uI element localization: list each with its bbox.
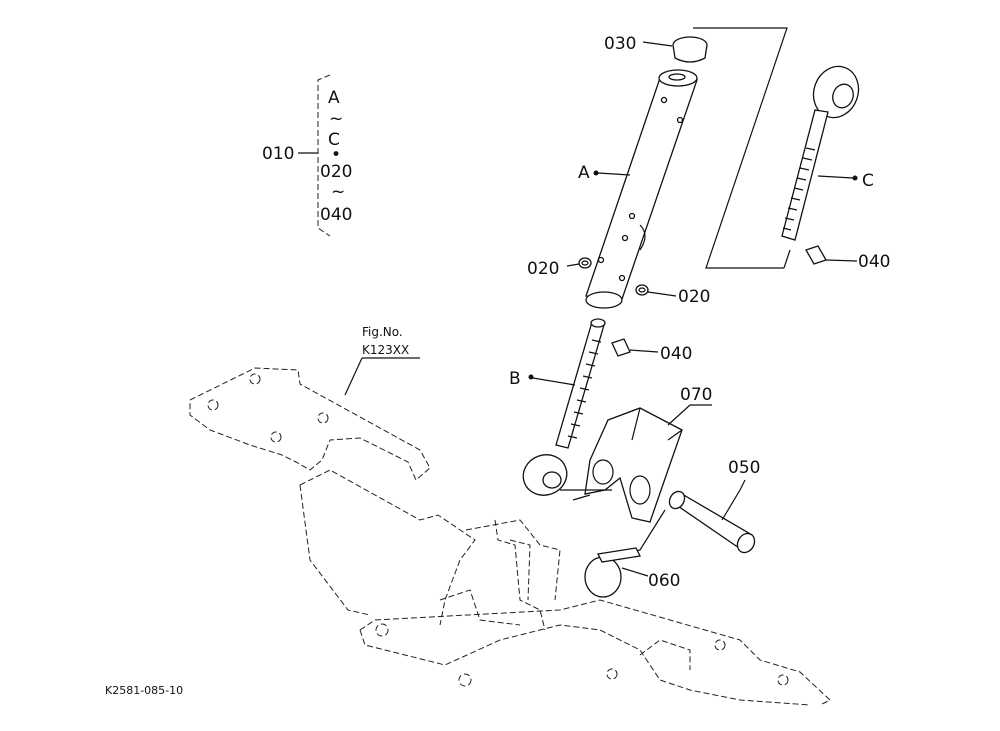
part-c-rod-end: C — [781, 65, 874, 241]
fig-no-reference: Fig.No. K123XX — [344, 325, 420, 396]
callout-030: 030 — [604, 34, 636, 54]
group-bracket-010: 010 A ~ C • 020 ~ 040 — [262, 74, 352, 237]
callout-020-right: 020 — [678, 287, 710, 307]
part-b-rod-end: B — [509, 318, 606, 496]
group-line-a: A — [328, 88, 340, 108]
tractor-frame-outline — [189, 367, 831, 706]
callout-c: C — [862, 171, 874, 191]
assembly-bracket — [693, 27, 791, 269]
part-040-pins: 040 040 — [611, 245, 890, 364]
callout-b: B — [509, 369, 521, 389]
part-070-bracket: 070 — [560, 385, 712, 523]
callout-050: 050 — [728, 458, 760, 478]
part-060-lynch-pin: 060 — [584, 547, 680, 598]
callout-040-mid: 040 — [660, 344, 692, 364]
group-line-040: 040 — [320, 205, 352, 225]
group-line-c: C — [328, 130, 340, 150]
group-tilde-2: ~ — [331, 182, 345, 202]
part-020-plugs: 020 020 — [527, 257, 710, 307]
callout-010: 010 — [262, 144, 294, 164]
part-050-pin: 050 — [604, 458, 760, 561]
fig-no-label: Fig.No. — [362, 325, 403, 339]
group-tilde-1: ~ — [329, 109, 343, 129]
callout-070: 070 — [680, 385, 712, 405]
group-line-020: 020 — [320, 162, 352, 182]
drawing-code: K2581-085-10 — [105, 684, 183, 697]
callout-a: A — [578, 163, 590, 183]
callout-060: 060 — [648, 571, 680, 591]
callout-040-top: 040 — [858, 252, 890, 272]
group-dot: • — [331, 145, 341, 165]
part-030-nut: 030 — [604, 34, 708, 63]
part-a-tube: A — [578, 69, 698, 309]
callout-020-left: 020 — [527, 259, 559, 279]
fig-no-value: K123XX — [362, 343, 409, 357]
